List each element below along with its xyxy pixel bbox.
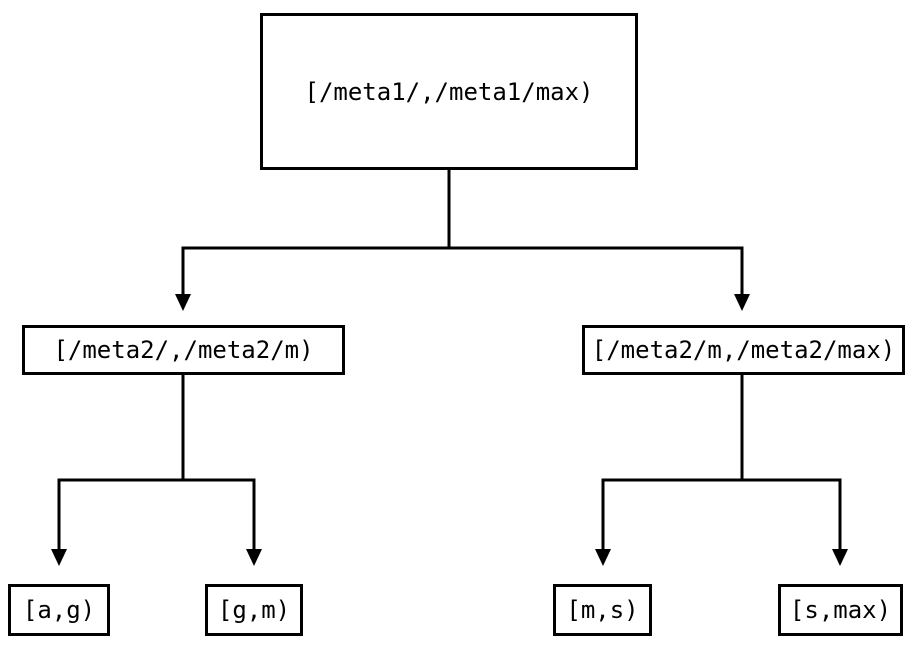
arrowhead-down-icon: [832, 549, 848, 566]
node-leaf-ag-label: [a,g): [22, 596, 96, 624]
edge-right-to-leaf-smax: [832, 478, 848, 566]
node-meta2-right: [/meta2/m,/meta2/max): [582, 325, 905, 375]
node-leaf-gm-label: [g,m): [217, 596, 291, 624]
node-leaf-smax: [s,max): [778, 584, 903, 636]
edge-left-trunk: [57, 375, 256, 482]
edge-right-to-leaf-ms: [595, 478, 611, 566]
node-leaf-ms: [m,s): [553, 584, 652, 636]
node-leaf-ms-label: [m,s): [566, 596, 639, 624]
node-leaf-smax-label: [s,max): [789, 596, 892, 624]
edge-left-to-leaf-gm: [246, 478, 262, 566]
node-root-label: [/meta1/,/meta1/max): [304, 77, 594, 106]
edge-root-trunk: [181, 170, 744, 250]
arrowhead-down-icon: [595, 549, 611, 566]
node-root: [/meta1/,/meta1/max): [260, 13, 638, 170]
arrowhead-down-icon: [175, 294, 191, 311]
node-leaf-gm: [g,m): [205, 584, 303, 636]
arrowhead-down-icon: [246, 549, 262, 566]
node-leaf-ag: [a,g): [8, 584, 110, 636]
node-meta2-left: [/meta2/,/meta2/m): [22, 325, 345, 375]
edge-left-to-leaf-ag: [51, 478, 67, 566]
arrowhead-down-icon: [734, 294, 750, 311]
edge-root-to-right: [734, 246, 750, 311]
edge-right-trunk: [601, 375, 842, 482]
node-meta2-right-label: [/meta2/m,/meta2/max): [591, 336, 896, 364]
arrowhead-down-icon: [51, 549, 67, 566]
edge-root-to-left: [175, 246, 191, 311]
node-meta2-left-label: [/meta2/,/meta2/m): [53, 336, 314, 364]
